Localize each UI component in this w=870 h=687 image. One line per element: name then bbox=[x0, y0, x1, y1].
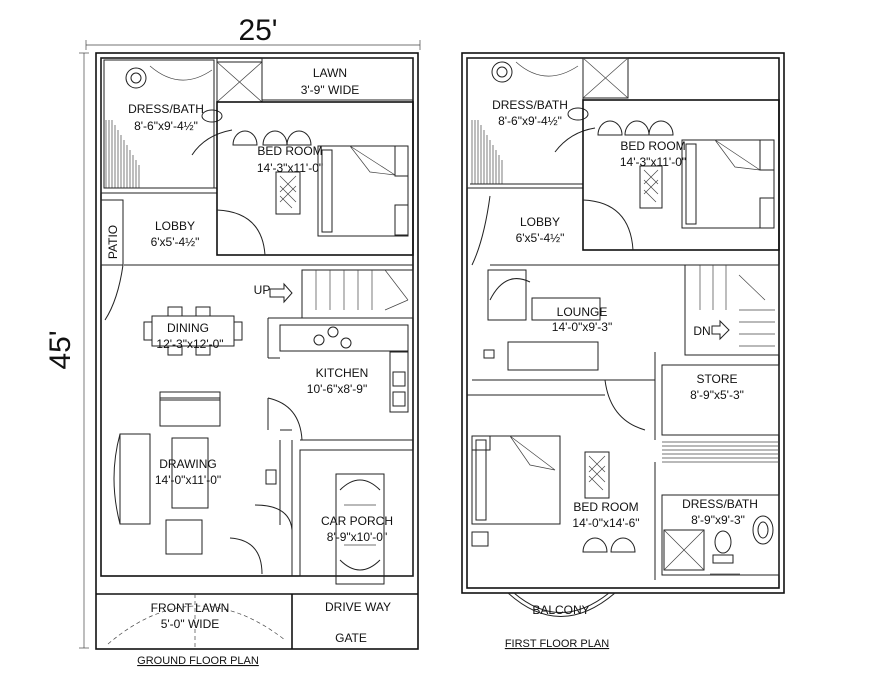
gf-patio-label: PATIO bbox=[106, 225, 120, 259]
ground-floor-plan bbox=[79, 40, 421, 650]
ff-bedroom2-size: 14'-0"x14'-6" bbox=[572, 516, 639, 530]
gf-stair-up-label: UP bbox=[254, 283, 271, 297]
gf-frontlawn-label: FRONT LAWN bbox=[151, 601, 230, 615]
width-dimension: 25' bbox=[238, 14, 277, 47]
ff-lounge-label: LOUNGE bbox=[557, 305, 608, 319]
ff-lobby-label: LOBBY bbox=[520, 215, 560, 229]
height-dimension: 45' bbox=[44, 330, 77, 369]
gf-dressbath-size: 8'-6"x9'-4½" bbox=[134, 119, 198, 133]
gf-lawn-size: 3'-9" WIDE bbox=[301, 83, 360, 97]
ff-balcony-label: BALCONY bbox=[532, 603, 589, 617]
gf-gate-label: GATE bbox=[335, 631, 367, 645]
ff-dressbath-size: 8'-6"x9'-4½" bbox=[498, 114, 562, 128]
first-floor-plan bbox=[461, 52, 785, 617]
ff-bedroom-size: 14'-3"x11'-0" bbox=[620, 155, 686, 169]
ff-store-size: 8'-9"x5'-3" bbox=[690, 388, 744, 402]
ff-dressbath-label: DRESS/BATH bbox=[492, 98, 568, 112]
ground-floor-caption: GROUND FLOOR PLAN bbox=[137, 655, 259, 667]
gf-lobby-size: 6'x5'-4½" bbox=[151, 235, 200, 249]
ff-dressbath2-label: DRESS/BATH bbox=[682, 497, 758, 511]
gf-bedroom-label: BED ROOM bbox=[257, 144, 322, 158]
first-floor-caption: FIRST FLOOR PLAN bbox=[505, 638, 609, 650]
ff-lobby-size: 6'x5'-4½" bbox=[516, 231, 565, 245]
ff-lounge-size: 14'-0"x9'-3" bbox=[552, 320, 612, 334]
gf-dressbath-label: DRESS/BATH bbox=[128, 102, 204, 116]
ff-bedroom2-label: BED ROOM bbox=[573, 500, 638, 514]
gf-carporch-label: CAR PORCH bbox=[321, 514, 393, 528]
gf-drawing-label: DRAWING bbox=[159, 457, 217, 471]
gf-driveway-label: DRIVE WAY bbox=[325, 600, 391, 614]
gf-drawing-size: 14'-0"x11'-0" bbox=[155, 473, 221, 487]
gf-lawn-label: LAWN bbox=[313, 66, 347, 80]
gf-bedroom-size: 14'-3"x11'-0" bbox=[257, 161, 323, 175]
gf-kitchen-label: KITCHEN bbox=[316, 366, 369, 380]
gf-dining-size: 12'-3"x12'-0" bbox=[156, 337, 223, 351]
ff-stair-dn-label: DN bbox=[693, 324, 710, 338]
ff-dressbath2-size: 8'-9"x9'-3" bbox=[691, 513, 745, 527]
ff-bedroom-label: BED ROOM bbox=[620, 139, 685, 153]
gf-dining-label: DINING bbox=[167, 321, 209, 335]
ff-store-label: STORE bbox=[696, 372, 737, 386]
gf-carporch-size: 8'-9"x10'-0" bbox=[327, 530, 387, 544]
gf-lobby-label: LOBBY bbox=[155, 219, 195, 233]
gf-kitchen-size: 10'-6"x8'-9" bbox=[307, 382, 367, 396]
gf-frontlawn-size: 5'-0" WIDE bbox=[161, 617, 220, 631]
